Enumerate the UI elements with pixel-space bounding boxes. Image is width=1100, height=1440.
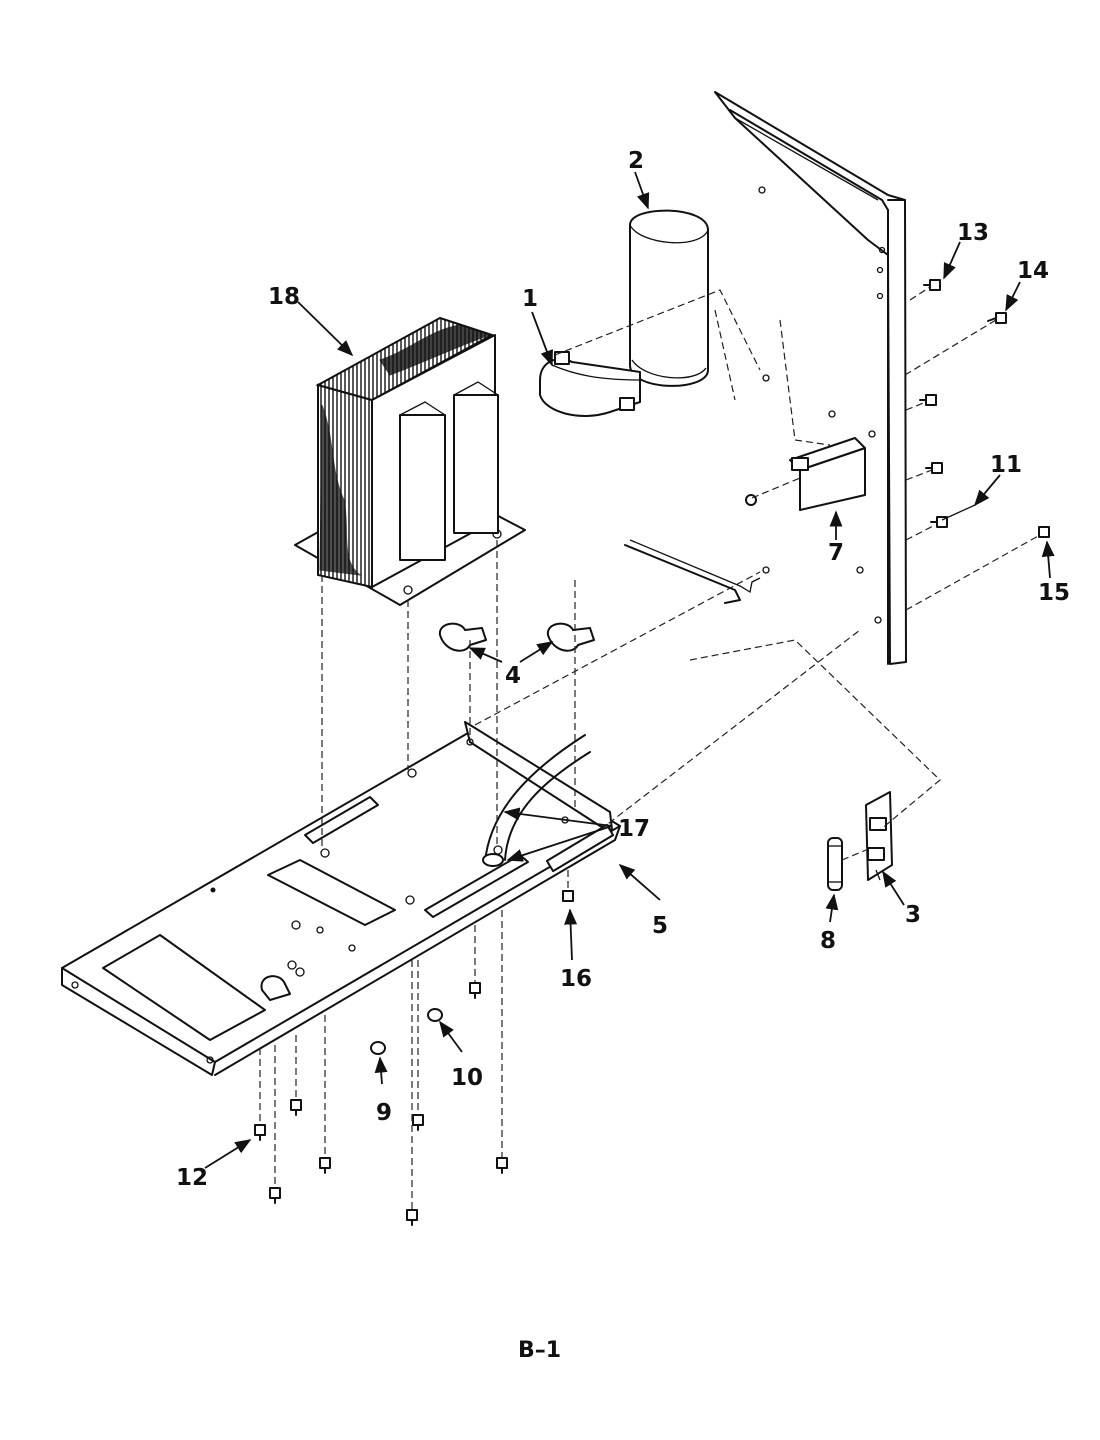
callout-18: 18 [268,284,300,310]
callout-8: 8 [820,928,836,954]
callout-7: 7 [828,540,844,566]
callout-1: 1 [522,286,538,312]
callout-9: 9 [376,1100,392,1126]
assembly-lines [259,286,1041,1210]
callout-14: 14 [1017,258,1049,284]
screws [254,279,1050,1226]
callout-2: 2 [628,148,644,174]
callout-3: 3 [905,902,921,928]
callouts: 2 1 18 13 14 11 15 7 4 17 5 16 10 9 12 [176,148,1070,1191]
callout-5: 5 [652,913,668,939]
callout-4: 4 [505,663,521,689]
fuse [827,837,843,891]
relay [745,437,866,511]
callout-17: 17 [618,816,650,842]
figure-caption: B–1 [518,1338,561,1363]
callout-10: 10 [451,1065,483,1091]
base-plate [61,721,621,1076]
callout-11: 11 [990,452,1022,478]
callout-12: 12 [176,1165,208,1191]
wire-clamps [438,622,595,652]
callout-15: 15 [1038,580,1070,606]
transformer [294,316,526,606]
capacitor-bracket [539,351,641,417]
mounting-panel [624,91,907,665]
callout-16: 16 [560,966,592,992]
callout-13: 13 [957,220,989,246]
fuse-holder [865,791,893,881]
capacitor [629,209,709,387]
